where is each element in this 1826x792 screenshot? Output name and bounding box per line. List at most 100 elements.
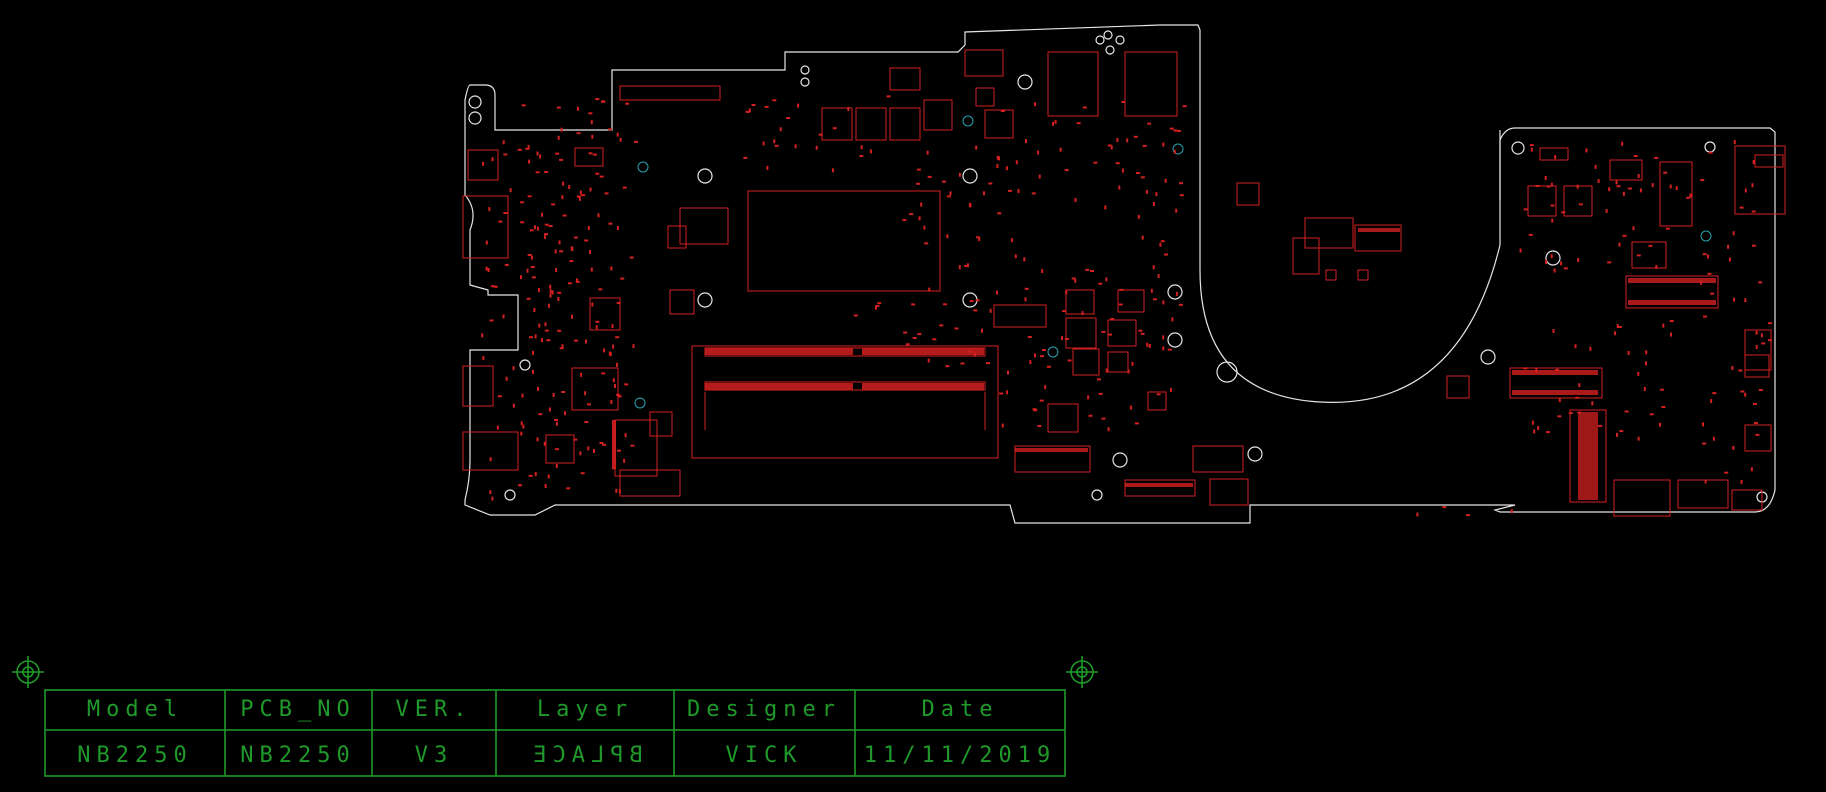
passive-component <box>786 117 791 119</box>
passive-component <box>1134 422 1139 425</box>
value-date: 11/11/2019 <box>864 743 1056 768</box>
passive-component <box>569 260 574 263</box>
passive-component <box>1577 257 1580 262</box>
passive-component <box>1155 192 1158 197</box>
passive-component <box>1142 144 1147 147</box>
passive-component <box>1614 331 1617 336</box>
passive-component <box>1702 422 1704 427</box>
passive-component <box>1616 185 1621 188</box>
passive-component <box>616 302 621 304</box>
passive-component <box>1085 268 1090 271</box>
passive-component <box>564 411 567 416</box>
passive-component <box>616 132 619 137</box>
passive-component <box>1651 183 1654 188</box>
passive-component <box>526 268 529 273</box>
value-ver: V3 <box>415 743 454 768</box>
passive-component <box>911 303 916 306</box>
passive-component <box>1744 298 1747 303</box>
passive-component <box>1645 361 1647 366</box>
passive-component <box>595 172 600 175</box>
passive-component <box>1670 332 1672 337</box>
passive-component <box>584 239 589 242</box>
passive-component <box>1545 259 1547 264</box>
passive-component <box>743 156 748 159</box>
passive-component <box>491 496 494 501</box>
passive-component <box>1627 187 1632 190</box>
passive-component <box>520 221 525 224</box>
passive-component <box>617 449 621 452</box>
passive-component <box>584 391 587 396</box>
passive-component <box>1550 182 1553 187</box>
passive-component <box>618 489 621 494</box>
passive-component <box>1090 270 1094 272</box>
passive-component <box>1751 244 1756 247</box>
passive-component <box>528 159 531 164</box>
passive-component <box>555 152 560 155</box>
passive-component <box>1751 210 1756 213</box>
passive-component <box>1519 248 1522 253</box>
passive-component <box>1710 399 1713 404</box>
passive-component <box>932 338 937 341</box>
passive-component <box>1523 208 1528 211</box>
passive-component <box>1755 330 1758 335</box>
passive-component <box>1162 335 1165 340</box>
passive-component <box>530 266 535 268</box>
passive-component <box>748 108 751 113</box>
passive-component <box>1129 405 1132 410</box>
header-ver: VER. <box>396 697 473 722</box>
passive-component <box>1645 350 1648 355</box>
passive-component <box>1561 211 1566 214</box>
fiducial-left <box>12 656 44 688</box>
passive-component <box>1071 277 1076 280</box>
passive-component <box>608 222 613 225</box>
passive-component <box>576 106 579 111</box>
passive-component <box>1663 171 1668 174</box>
passive-component <box>1011 238 1014 243</box>
passive-component <box>975 299 980 302</box>
passive-component <box>1152 201 1155 206</box>
passive-component <box>1159 242 1162 247</box>
passive-component <box>561 344 564 349</box>
passive-component <box>815 145 818 150</box>
passive-component <box>943 303 947 306</box>
passive-component <box>1535 185 1540 187</box>
passive-component <box>1088 414 1093 417</box>
passive-component <box>1074 278 1077 283</box>
passive-component <box>1761 342 1766 345</box>
passive-component <box>556 106 561 109</box>
passive-component <box>1087 395 1090 400</box>
passive-component <box>1032 408 1037 411</box>
passive-component <box>1146 342 1149 347</box>
passive-component <box>1044 385 1047 390</box>
passive-component <box>590 267 593 272</box>
passive-component <box>589 250 591 254</box>
passive-component <box>546 339 551 342</box>
passive-component <box>1589 346 1592 351</box>
passive-component <box>1655 265 1658 269</box>
passive-component <box>1133 135 1138 138</box>
passive-component <box>589 187 592 192</box>
passive-component <box>1105 277 1108 282</box>
passive-component <box>869 149 872 154</box>
passive-component <box>1700 179 1705 182</box>
passive-component <box>549 289 552 294</box>
passive-component <box>1637 436 1640 441</box>
passive-component <box>860 145 863 150</box>
passive-component <box>504 263 509 266</box>
passive-component <box>1097 378 1101 381</box>
passive-component <box>554 448 559 451</box>
passive-component <box>1081 311 1084 316</box>
passive-component <box>1669 320 1674 322</box>
passive-component <box>540 338 543 343</box>
passive-component <box>1024 287 1029 290</box>
passive-component <box>615 488 618 493</box>
passive-component <box>541 212 543 217</box>
passive-component <box>832 127 837 130</box>
passive-component <box>1176 130 1181 132</box>
passive-component <box>1175 291 1178 296</box>
passive-component <box>489 457 492 462</box>
passive-component <box>1162 142 1165 147</box>
passive-component <box>1662 323 1665 328</box>
